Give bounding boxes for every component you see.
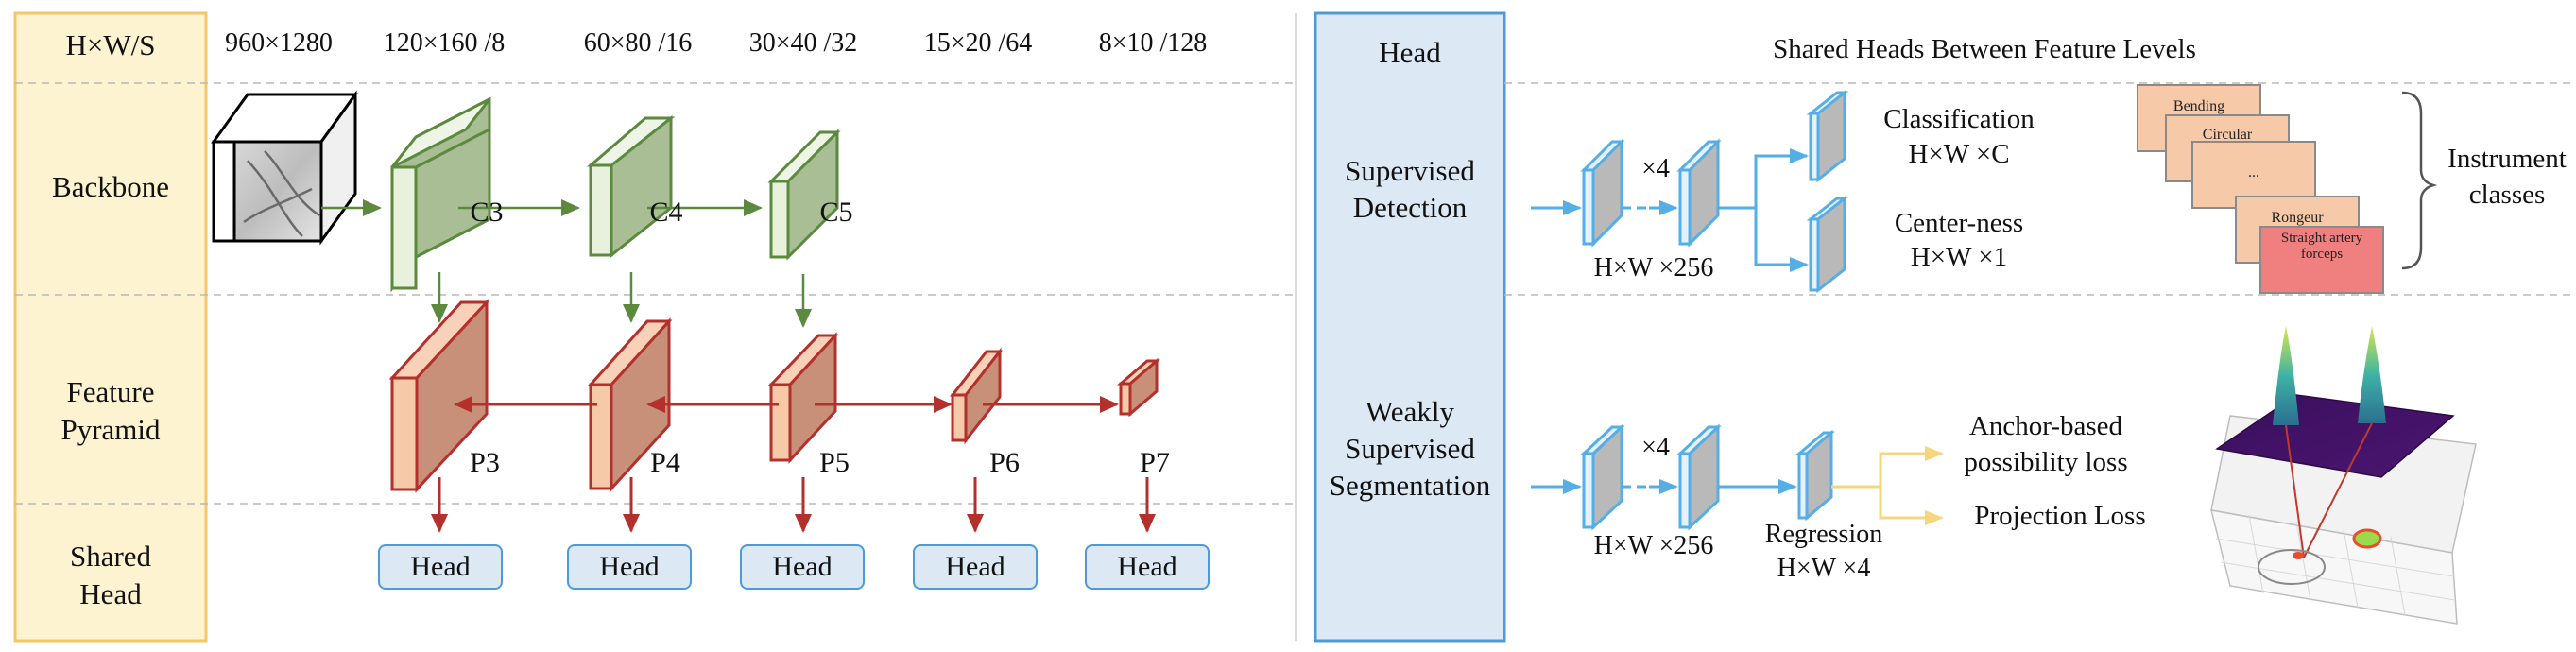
class-card-label: Circular	[2202, 127, 2253, 143]
row-dividers	[15, 82, 2576, 505]
classification-label: Classification	[1883, 104, 2035, 134]
size-label: 960×1280	[225, 28, 333, 58]
detection-arrows	[1531, 148, 1809, 272]
anchor-loss-label-2: possibility loss	[1964, 447, 2128, 477]
level-label-p4: P4	[650, 447, 680, 478]
pyramid-block-p3	[388, 299, 490, 493]
level-label-p7: P7	[1140, 447, 1170, 478]
right-label-column	[1314, 11, 1506, 643]
row-label-supervised2: Supervised	[1345, 432, 1475, 465]
shared-head-box: Head	[1085, 544, 1210, 590]
shared-head-box: Head	[378, 544, 503, 590]
pyramid-arrows	[431, 396, 1156, 533]
level-label-p3: P3	[470, 447, 500, 478]
backbone-block-c5	[767, 129, 841, 261]
size-label: 15×20 /64	[923, 28, 1033, 58]
class-card-label: ...	[2248, 164, 2259, 180]
row-label-feature: Feature	[66, 375, 155, 408]
row-label-pyramid: Pyramid	[60, 413, 161, 446]
row-label-backbone: Backbone	[52, 170, 169, 203]
left-label-column	[13, 11, 208, 643]
row-label-segmentation: Segmentation	[1329, 469, 1491, 502]
pyramid-block-p7	[1116, 357, 1161, 418]
backbone-block-c4	[586, 114, 676, 259]
backbone-block-c3	[390, 96, 491, 293]
repeat-label: ×4	[1641, 433, 1670, 462]
header-hws-label: H×W/S	[65, 28, 156, 61]
pyramid-block-p5	[767, 332, 839, 464]
projection-loss-label: Projection Loss	[1974, 501, 2146, 531]
row-label-weakly: Weakly	[1365, 395, 1454, 428]
right-title: Shared Heads Between Feature Levels	[1773, 34, 2196, 64]
anchor-loss-label: Anchor-based	[1968, 411, 2123, 441]
regression-label: Regression	[1764, 520, 1883, 549]
classification-dim: H×W ×C	[1908, 139, 2010, 169]
loss-arrows	[1831, 446, 1944, 525]
shared-head-box: Head	[740, 544, 865, 590]
regression-dim: H×W ×4	[1777, 554, 1871, 583]
repeat-label: ×4	[1641, 154, 1670, 183]
size-label: 8×10 /128	[1098, 28, 1208, 58]
shared-head-box: Head	[567, 544, 692, 590]
shared-head-box: Head	[913, 544, 1038, 590]
size-label: 60×80 /16	[583, 28, 693, 58]
right-header-head: Head	[1379, 36, 1441, 69]
level-label-p5: P5	[819, 447, 850, 478]
instrument-class-cards	[2137, 84, 2384, 294]
segmentation-head-blocks	[1580, 423, 1836, 531]
row-label-head: Head	[79, 577, 142, 610]
level-label-c5: C5	[819, 197, 853, 228]
pyramid-block-p6	[949, 347, 1004, 445]
row-label-detection: Detection	[1352, 191, 1468, 224]
class-card-label: Bending	[2172, 98, 2225, 114]
heatmap-3d-plot	[2209, 326, 2477, 625]
row-label-supervised: Supervised	[1345, 154, 1475, 187]
class-brace	[2401, 91, 2438, 270]
centerness-label: Center-ness	[1894, 208, 2024, 238]
instrument-classes-label: Instrument	[2447, 144, 2567, 174]
input-image	[211, 90, 358, 246]
level-label-p6: P6	[989, 447, 1020, 478]
class-card-label: Straight artery forceps	[2280, 231, 2363, 263]
row-label-shared: Shared	[69, 540, 152, 573]
pyramid-block-p4	[587, 317, 673, 492]
feature-dim-label: H×W ×256	[1593, 531, 1714, 560]
level-label-c4: C4	[649, 197, 683, 228]
instrument-classes-label-2: classes	[2468, 180, 2546, 210]
size-label: 30×40 /32	[748, 28, 858, 58]
detection-head-blocks	[1580, 89, 1849, 294]
backbone-arrows	[321, 199, 812, 328]
level-label-c3: C3	[470, 197, 504, 228]
feature-dim-label: H×W ×256	[1593, 253, 1714, 283]
class-card-label: Rongeur	[2271, 210, 2324, 226]
centerness-dim: H×W ×1	[1910, 242, 2008, 272]
size-label: 120×160 /8	[383, 28, 506, 58]
